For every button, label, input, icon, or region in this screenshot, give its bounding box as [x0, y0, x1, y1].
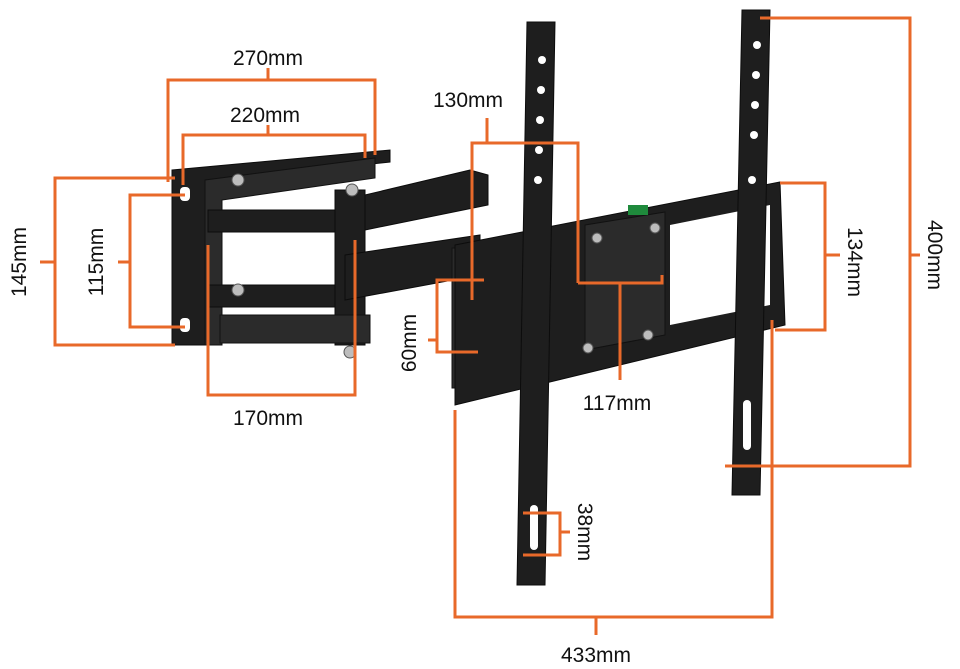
label-115mm: 115mm: [85, 228, 108, 296]
center-plate: [584, 211, 666, 351]
dimension-lines: [40, 16, 920, 635]
dim-400: [725, 16, 912, 468]
arm-base: [219, 314, 371, 344]
tv-arm-right: [731, 9, 771, 496]
label-220mm: 220mm: [230, 104, 300, 127]
dim-117: [578, 275, 664, 285]
label-433mm: 433mm: [561, 644, 631, 667]
label-134mm: 134mm: [843, 227, 866, 297]
label-270mm: 270mm: [233, 47, 303, 70]
label-117mm: 117mm: [583, 392, 651, 415]
dim-38: [523, 511, 562, 557]
dimension-labels: 270mm 220mm 145mm 115mm 170mm 130mm 117m…: [8, 47, 946, 667]
dim-433: [453, 320, 774, 619]
label-170mm: 170mm: [233, 407, 303, 430]
extension-arm-upper: [364, 169, 489, 231]
tv-arm-left: [516, 21, 556, 586]
dim-145: [53, 176, 175, 347]
label-38mm: 38mm: [573, 503, 596, 561]
label-145mm: 145mm: [8, 227, 31, 297]
dim-270: [166, 78, 377, 182]
dim-220: [181, 133, 367, 185]
bubble-level: [628, 205, 648, 215]
dim-130: [470, 141, 580, 300]
dim-170: [206, 240, 357, 397]
dim-60: [435, 278, 484, 354]
label-400mm: 400mm: [923, 220, 946, 290]
label-60mm: 60mm: [398, 314, 421, 372]
label-130mm: 130mm: [433, 89, 503, 112]
